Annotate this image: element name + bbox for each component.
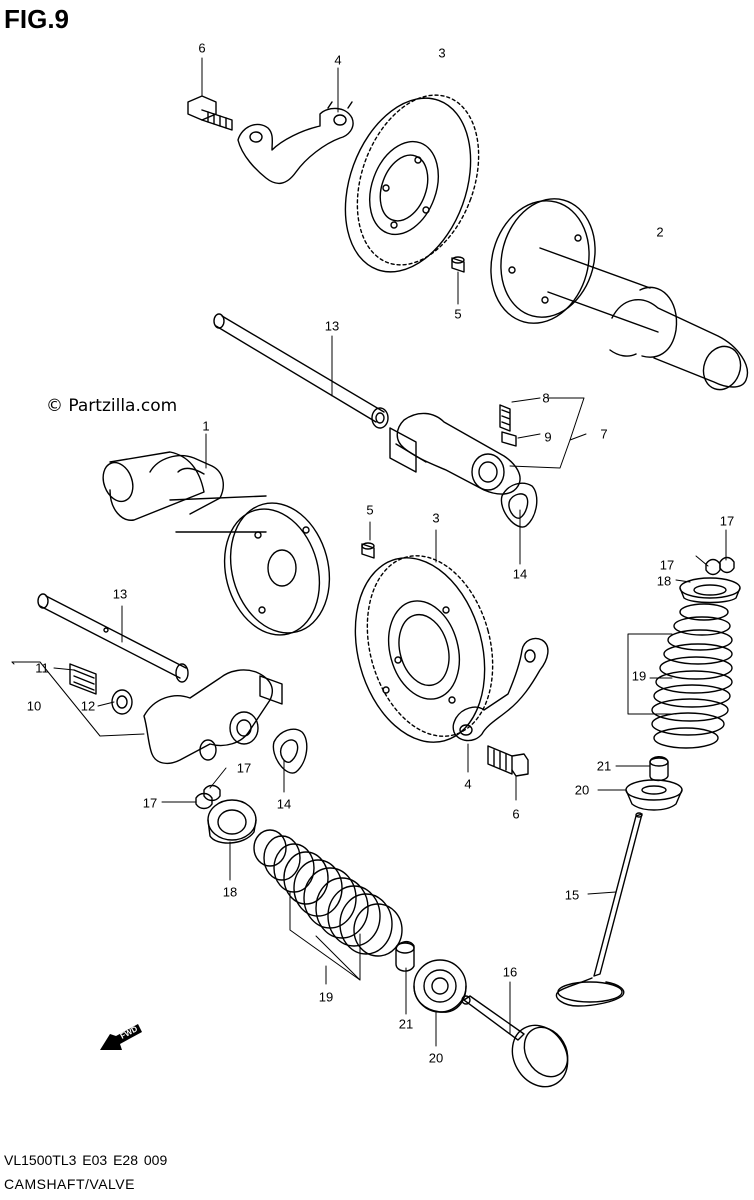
spring-seat-part-20-right <box>625 779 683 811</box>
callout-3-mid: 3 <box>432 510 440 526</box>
callout-17-right-top: 17 <box>719 513 735 529</box>
callout-20-right: 20 <box>574 782 590 798</box>
model-code-line: VL1500TL3 E03 E28 009 <box>4 1152 168 1168</box>
callout-13-mid: 13 <box>112 586 128 602</box>
forward-direction-icon: FWD <box>100 1024 142 1050</box>
callout-19-right: 19 <box>631 668 647 684</box>
callout-4-top: 4 <box>334 52 342 68</box>
callout-15: 15 <box>564 887 580 903</box>
callout-6-mid: 6 <box>512 806 520 822</box>
callout-17-right: 17 <box>659 557 675 573</box>
callout-5-top: 5 <box>454 306 462 322</box>
dowel-pin-part-5-mid <box>361 542 375 559</box>
dowel-pin-part-5-top <box>451 256 465 273</box>
spring-retainer-part-18-left <box>207 799 257 844</box>
figure-title: FIG.9 <box>4 4 70 34</box>
spring-seat-part-20-bottom <box>413 959 467 1013</box>
callout-21-right: 21 <box>596 758 612 774</box>
section-title: CAMSHAFT/VALVE <box>4 1176 135 1192</box>
bolt-part-6-top <box>187 95 233 131</box>
valve-stem-seal-part-21-bottom <box>395 940 415 972</box>
rocker-arm-part-10-mid <box>69 663 283 765</box>
rocker-shaft-part-13-mid <box>37 593 189 683</box>
callout-10: 10 <box>26 698 42 714</box>
callout-1: 1 <box>202 418 210 434</box>
bracket-part-4-top <box>237 101 354 185</box>
valve-springs-part-19-left <box>253 829 403 957</box>
callout-14-mid: 14 <box>276 796 292 812</box>
callout-17-left: 17 <box>142 795 158 811</box>
cam-gear-part-3-top <box>344 94 480 273</box>
leader-lines <box>11 57 727 1047</box>
callout-20-bottom: 20 <box>428 1050 444 1066</box>
camshaft-part-2 <box>490 198 749 391</box>
valve-stem-seal-part-21-right <box>649 756 669 782</box>
callout-2: 2 <box>656 224 664 240</box>
callout-11: 11 <box>35 660 49 676</box>
callout-17-left-top: 17 <box>236 760 252 776</box>
callout-3-top: 3 <box>438 45 446 61</box>
callout-6-top: 6 <box>198 40 206 56</box>
rocker-shaft-part-13-top <box>213 313 389 429</box>
callout-8: 8 <box>542 390 550 406</box>
bolt-part-6-mid <box>487 745 529 777</box>
exhaust-valve-part-15 <box>555 812 643 1007</box>
callout-7: 7 <box>600 426 608 442</box>
washer-part-14-top <box>500 482 538 528</box>
valve-springs-part-19-right <box>651 603 733 749</box>
spring-retainer-part-18-right <box>679 577 741 604</box>
callout-4-mid: 4 <box>464 776 472 792</box>
callout-14-top: 14 <box>512 566 528 582</box>
camshaft-part-1 <box>102 451 331 636</box>
intake-valve-part-16 <box>461 995 569 1088</box>
bracket-part-4-mid <box>452 637 549 742</box>
rocker-arm-part-7-top <box>389 404 521 495</box>
washer-part-14-mid <box>272 728 308 774</box>
copyright-watermark: © Partzilla.com <box>46 396 178 416</box>
callout-18-left: 18 <box>222 884 238 900</box>
callout-5-mid: 5 <box>366 502 374 518</box>
callout-13-top: 13 <box>324 318 340 334</box>
callout-9: 9 <box>544 429 552 445</box>
callout-21-bottom: 21 <box>398 1016 414 1032</box>
cam-gear-part-3-mid <box>354 555 494 743</box>
callout-18-right: 18 <box>656 573 672 589</box>
valve-keeper-part-17-left <box>195 784 221 810</box>
callout-12: 12 <box>80 698 96 714</box>
callout-16: 16 <box>502 964 518 980</box>
callout-19-left: 19 <box>318 989 334 1005</box>
valve-keeper-part-17-right <box>705 556 735 576</box>
